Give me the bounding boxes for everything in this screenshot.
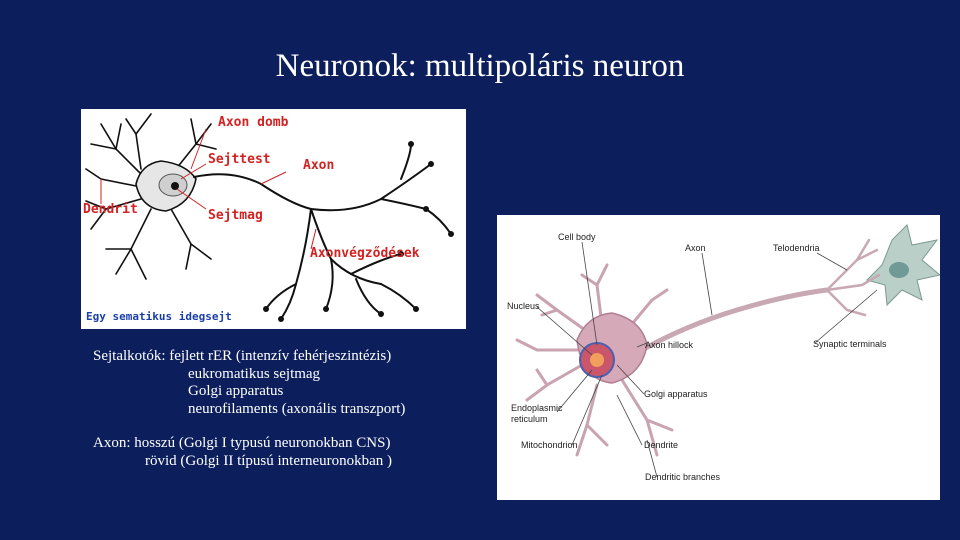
label-dendrite: Dendrite — [644, 440, 678, 450]
label-mitochondrion: Mitochondrion — [521, 440, 578, 450]
label-axon-hillock: Axon hillock — [645, 340, 694, 350]
schematic-neuron-diagram: Axon domb Sejttest Axon Dendrit Sejtmag … — [81, 109, 466, 329]
illustrated-neuron-svg: Cell body Axon Telodendria Nucleus Axon … — [507, 224, 942, 482]
telodendria-branches — [825, 238, 881, 317]
text-line-eukromatikus: eukromatikus sejtmag — [188, 365, 321, 382]
text-line-golgi: Golgi apparatus — [188, 383, 284, 399]
label-axon-domb: Axon domb — [218, 115, 289, 130]
label-axon-right: Axon — [685, 243, 706, 253]
slide-title: Neuronok: multipoláris neuron — [275, 48, 685, 84]
nucleolus-shape — [590, 353, 604, 367]
text-line-neurofilaments: neurofilaments (axonális transzport) — [188, 400, 406, 417]
label-dendritic-branches: Dendritic branches — [645, 472, 721, 482]
label-pointer-lines — [100, 128, 317, 250]
target-cell — [866, 224, 942, 307]
label-golgi-apparatus: Golgi apparatus — [644, 389, 708, 399]
text-line-sejtalkotok: Sejtalkotók: fejlett rER (intenzív fehér… — [93, 348, 392, 364]
text-line-axon-hosszu: Axon: hosszú (Golgi I typusú neuronokban… — [93, 435, 391, 451]
label-axon: Axon — [303, 158, 334, 173]
label-reticulum: reticulum — [511, 414, 548, 424]
label-axonvegzodesek: Axonvégződések — [310, 246, 420, 261]
dendrite-branches — [85, 113, 217, 280]
schematic-neuron-svg: Axon domb Sejttest Axon Dendrit Sejtmag … — [83, 113, 454, 323]
label-nucleus: Nucleus — [507, 301, 540, 311]
label-cell-body: Cell body — [558, 232, 596, 242]
diagram-caption: Egy sematikus idegsejt — [86, 310, 232, 323]
text-line-rovid: rövid (Golgi II típusú interneuronokban … — [145, 452, 393, 469]
axon-path — [193, 143, 452, 320]
label-dendrit: Dendrit — [83, 202, 138, 217]
label-synaptic-terminals: Synaptic terminals — [813, 339, 887, 349]
axon-terminal-dots — [263, 141, 454, 322]
label-telodendria: Telodendria — [773, 243, 820, 253]
cell-body — [135, 160, 197, 212]
right-label-pointer-lines — [536, 241, 878, 478]
label-endoplasmic: Endoplasmic — [511, 403, 563, 413]
dendritic-branch-shapes — [515, 263, 674, 457]
text-gap — [93, 418, 405, 435]
description-text-block: Sejtalkotók: fejlett rER (intenzív fehér… — [93, 348, 405, 470]
axon-shape — [639, 287, 830, 353]
label-sejtmag: Sejtmag — [208, 208, 263, 223]
label-sejttest: Sejttest — [208, 152, 271, 167]
illustrated-neuron-diagram: Cell body Axon Telodendria Nucleus Axon … — [497, 215, 942, 500]
